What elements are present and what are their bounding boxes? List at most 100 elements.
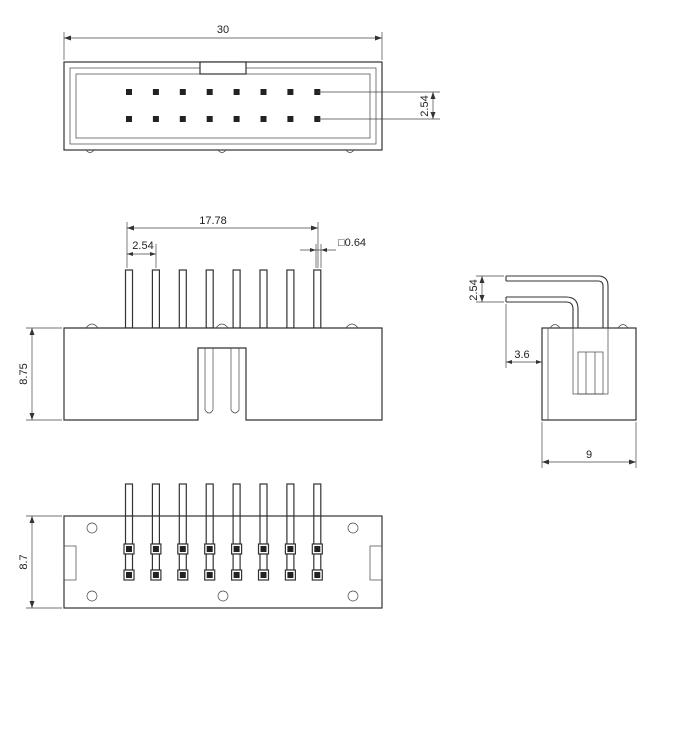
side-pin-upper-inner	[506, 280, 604, 328]
dim-side-depth-label: 9	[586, 449, 592, 461]
bottom-view-hole	[347, 590, 359, 602]
top-pin-pad	[314, 89, 321, 95]
bottom-pin-shaft	[178, 553, 187, 571]
side-view: 2.54 3.6 9	[468, 275, 637, 468]
dim-pitch-arrow-right	[150, 252, 156, 256]
bottom-pin-core	[260, 572, 267, 578]
side-view-cavity-inner	[577, 351, 604, 395]
dim-30-arrow-left	[64, 35, 71, 41]
dim-side-pitch-arrow-top	[479, 276, 485, 283]
bottom-pin-shaft	[313, 553, 322, 571]
front-view-body	[63, 327, 383, 421]
bottom-pin-shaft	[286, 553, 295, 571]
top-pin-pad	[179, 116, 186, 122]
bottom-view-hole	[86, 522, 98, 534]
side-pin-lower-outer	[506, 296, 579, 328]
bottom-view-pin-pads	[123, 515, 323, 581]
dim-side-offset-label: 3.6	[514, 349, 529, 361]
front-view-notch-pin-tips	[204, 409, 240, 414]
dim-30-arrow-right	[375, 35, 382, 41]
bottom-pin-leg-lower	[286, 515, 295, 545]
bottom-view-body	[63, 515, 383, 609]
dim-square-arrow-left	[310, 248, 316, 252]
front-pin	[178, 269, 187, 329]
side-pin-upper-outer	[506, 275, 609, 328]
front-pin	[259, 269, 268, 329]
bottom-view-hole	[86, 590, 98, 602]
bottom-view-pin-legs	[124, 483, 322, 545]
dim-bottom-arrow-bottom	[29, 601, 35, 608]
dim-side-pitch-label: 2.54	[468, 279, 480, 300]
top-pin-pad	[126, 116, 132, 122]
bottom-pin-core	[314, 546, 321, 552]
top-pin-pad	[260, 116, 267, 122]
dim-overall-width-label: 30	[217, 24, 229, 36]
bottom-pin-core	[314, 572, 321, 578]
dim-offset-arrow-right	[536, 360, 542, 364]
front-view-pins	[124, 269, 322, 329]
dim-span-arrow-left	[127, 225, 134, 231]
top-pin-pad	[152, 116, 159, 122]
dim-span-arrow-right	[311, 225, 318, 231]
front-pin	[124, 269, 134, 329]
bottom-pin-core	[179, 572, 186, 578]
bottom-pin-core	[126, 546, 132, 552]
dim-body-height-label: 8.75	[18, 363, 30, 384]
front-pin	[286, 269, 295, 329]
top-pin-pad	[314, 116, 321, 122]
top-pin-pad	[179, 89, 186, 95]
bottom-pin-leg-lower	[178, 515, 187, 545]
top-pin-pad	[287, 116, 294, 122]
top-pin-pad	[206, 116, 213, 122]
dim-bottom-height-label: 8.7	[18, 554, 30, 569]
bottom-view-hole	[347, 522, 359, 534]
bottom-view-latch-left	[63, 545, 77, 581]
bottom-pin-shaft	[124, 553, 134, 571]
dim-offset-arrow-left	[506, 360, 512, 364]
bottom-pin-core	[206, 546, 213, 552]
bottom-pin-leg-lower	[232, 515, 241, 545]
front-view: 17.78 2.54 □0.64 8.75	[18, 215, 383, 421]
bottom-view-latch-right	[369, 545, 383, 581]
dim-pin-span-label: 17.78	[199, 215, 227, 227]
bottom-pin-core	[260, 546, 267, 552]
bottom-pin-leg-lower	[205, 515, 214, 545]
top-pin-pad	[260, 89, 267, 95]
front-pin	[205, 269, 214, 329]
dim-depth-arrow-right	[629, 459, 636, 465]
dim-row-arrow-bottom	[430, 112, 436, 119]
front-view-notch-pins	[204, 348, 240, 410]
dim-row-pitch-label: 2.54	[419, 95, 431, 116]
bottom-pin-shaft	[259, 553, 268, 571]
bottom-pin-shaft	[151, 553, 160, 571]
bottom-pin-core	[179, 546, 186, 552]
dim-pin-pitch-label: 2.54	[132, 240, 153, 252]
top-view: 30 2.54	[63, 24, 440, 153]
dim-row-arrow-top	[430, 92, 436, 99]
dim-height-arrow-top	[29, 328, 35, 335]
dim-depth-arrow-left	[542, 459, 549, 465]
bottom-pin-core	[233, 572, 240, 578]
top-pin-pad	[233, 116, 240, 122]
bottom-pin-core	[206, 572, 213, 578]
bottom-pin-core	[126, 572, 132, 578]
top-pin-pad	[206, 89, 213, 95]
top-pin-pad	[287, 89, 294, 95]
top-view-pins	[126, 89, 321, 122]
bottom-pin-leg-lower	[313, 515, 322, 545]
bottom-view: 8.7	[18, 483, 383, 609]
side-view-body	[541, 327, 637, 421]
dim-height-arrow-bottom	[29, 413, 35, 420]
dim-pin-square-label: □0.64	[338, 237, 366, 249]
top-pin-pad	[233, 89, 240, 95]
top-view-bumps	[85, 149, 355, 153]
front-pin	[232, 269, 241, 329]
dim-bottom-arrow-top	[29, 516, 35, 523]
dim-side-pitch-arrow-bottom	[479, 295, 485, 302]
bottom-pin-core	[152, 546, 159, 552]
bottom-pin-core	[287, 546, 294, 552]
front-view-bumps	[85, 323, 359, 329]
bottom-view-hole	[217, 590, 229, 602]
bottom-pin-core	[152, 572, 159, 578]
